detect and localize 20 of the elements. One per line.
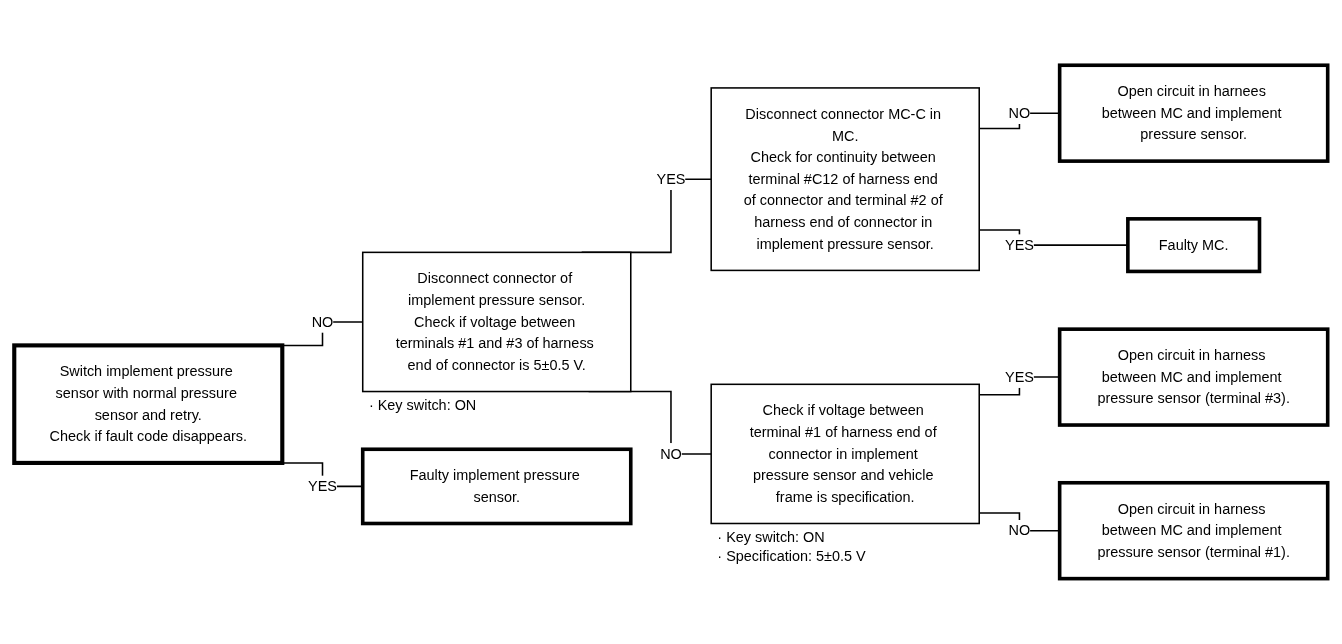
node-box: Disconnect connector MC-C in MC. Check for continuity between terminal #C12 of harness end of connector and terminal #2 of harness end of connector in implement pressure sensor. <box>710 87 980 272</box>
node-box: Open circuit in harnees between MC and implement pressure sensor. <box>1057 63 1330 163</box>
edge-label: YES <box>1005 236 1034 253</box>
edge-label: NO <box>660 445 682 462</box>
node-box: Check if voltage between terminal #1 of harness end of connector in implement pressure sensor and vehicle frame is specification. <box>710 383 980 525</box>
node-box: Switch implement pressure sensor with normal pressure sensor and retry. Check if fault code disappears. <box>12 343 285 466</box>
edge-label: NO <box>1008 104 1031 121</box>
note-text: · Key switch: ON <box>717 529 825 546</box>
note-text: · Key switch: ON <box>368 397 477 414</box>
node-box: Faulty implement pressure sensor. <box>360 447 633 526</box>
note-text: · Specification: 5±0.5 V <box>717 547 866 564</box>
edge-label: YES <box>1005 368 1034 385</box>
edge-label: NO <box>1008 521 1031 539</box>
edge-label: NO <box>311 313 334 330</box>
node-box: Open circuit in harness between MC and implement pressure sensor (terminal #3). <box>1057 327 1330 427</box>
edge-label: YES <box>656 170 686 187</box>
node-box: Disconnect connector of implement pressure sensor. Check if voltage between terminals #1 and #3 of harness end of connector is 5±0.5 V. <box>361 251 632 393</box>
edge-label: YES <box>308 477 337 495</box>
node-box: Open circuit in harness between MC and implement pressure sensor (terminal #1). <box>1057 481 1330 581</box>
node-box: Faulty MC. <box>1126 217 1262 274</box>
